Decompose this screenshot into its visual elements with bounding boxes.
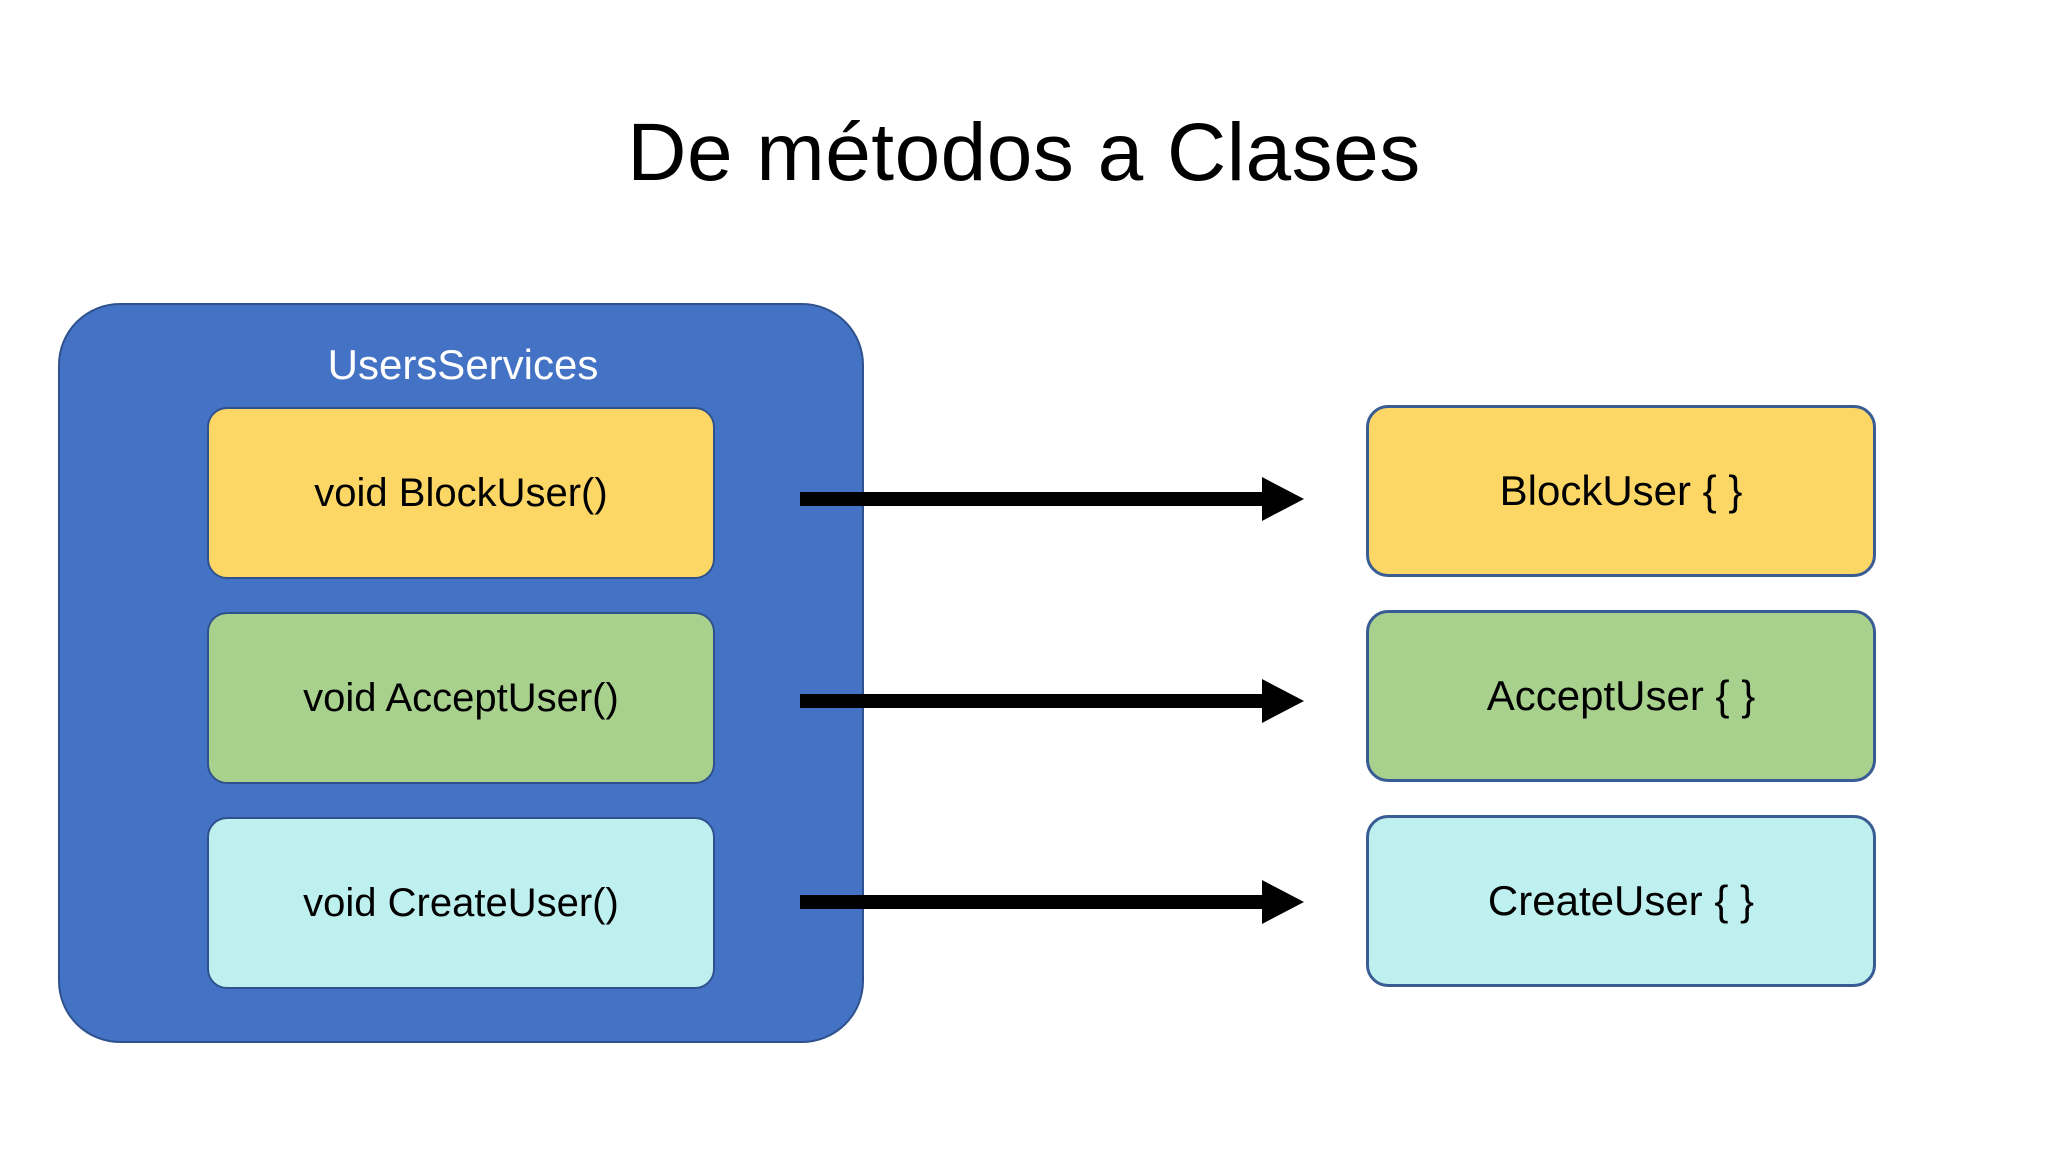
class-box-createuser[interactable]: CreateUser { } — [1366, 815, 1876, 987]
arrow-acceptuser — [800, 671, 1304, 731]
method-box-blockuser[interactable]: void BlockUser() — [207, 407, 715, 579]
class-box-blockuser[interactable]: BlockUser { } — [1366, 405, 1876, 577]
class-box-acceptuser[interactable]: AcceptUser { } — [1366, 610, 1876, 782]
users-services-label: UsersServices — [327, 341, 599, 388]
class-label-acceptuser: AcceptUser { } — [1486, 672, 1756, 719]
arrow-right-icon — [800, 679, 1304, 723]
method-box-acceptuser[interactable]: void AcceptUser() — [207, 612, 715, 784]
method-box-createuser[interactable]: void CreateUser() — [207, 817, 715, 989]
method-label-blockuser: void BlockUser() — [314, 470, 608, 515]
arrow-right-icon — [800, 477, 1304, 521]
arrow-blockuser — [800, 469, 1304, 529]
method-label-acceptuser: void AcceptUser() — [303, 675, 619, 720]
arrow-right-icon — [800, 880, 1304, 924]
method-label-createuser: void CreateUser() — [303, 880, 619, 925]
class-label-createuser: CreateUser { } — [1487, 877, 1755, 924]
class-label-blockuser: BlockUser { } — [1499, 467, 1743, 514]
page-title: De métodos a Clases — [627, 107, 1421, 198]
users-services-container: UsersServices void BlockUser() void Acce… — [58, 303, 864, 1043]
arrow-createuser — [800, 872, 1304, 932]
